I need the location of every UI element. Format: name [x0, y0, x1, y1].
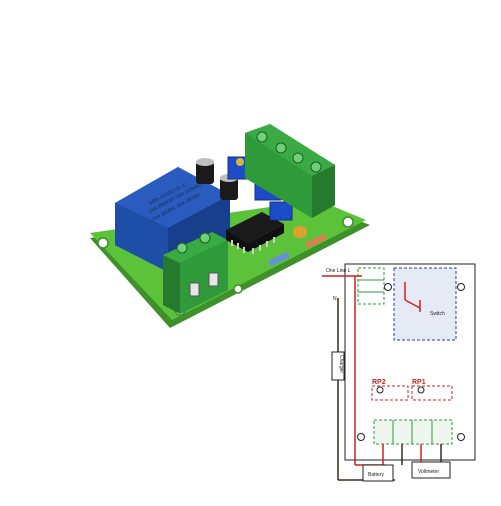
- rp1-box: [411, 385, 453, 401]
- terminal-screw: [292, 152, 304, 164]
- rp2-trimmer-icon: [376, 386, 384, 394]
- ceramic-capacitor: [293, 226, 307, 238]
- charger-box: [331, 351, 345, 381]
- diagram-hole: [457, 433, 465, 441]
- rp2-label: RP2: [372, 379, 386, 386]
- electrolytic-capacitor: [196, 158, 214, 184]
- mounting-hole: [97, 237, 109, 249]
- rp2-box: [371, 385, 409, 401]
- terminal-screw: [310, 161, 322, 173]
- terminal-opening: [208, 272, 219, 287]
- terminal-screw: [256, 131, 268, 143]
- switch-contact: [404, 299, 421, 309]
- voltmeter-box: [411, 461, 451, 479]
- rp1-trimmer-icon: [417, 386, 425, 394]
- resistor: [268, 252, 290, 266]
- terminal-block-4pin: [245, 124, 335, 218]
- input-terminal-outline: [357, 267, 385, 305]
- rp1-label: RP1: [412, 379, 426, 386]
- mounting-hole: [342, 216, 354, 228]
- terminal-screw: [275, 142, 287, 154]
- charger-label: Charger: [338, 355, 344, 373]
- battery-box: [362, 464, 394, 482]
- voltmeter-label: Voltmeter: [418, 469, 439, 475]
- one-line-label: One Line L: [326, 268, 351, 274]
- diagram-hole: [357, 433, 365, 441]
- terminal-screw: [199, 232, 211, 244]
- diagram-hole: [457, 283, 465, 291]
- mounting-hole: [233, 284, 243, 294]
- n-label: N: [333, 296, 337, 302]
- wiring-diagram: Switch RP2 RP1 Charger One Line L N: [322, 263, 476, 482]
- switch-label: Switch: [430, 311, 445, 317]
- terminal-screw: [176, 242, 188, 254]
- switch-box: [393, 267, 457, 341]
- terminal-opening: [189, 282, 200, 297]
- pcb-photo: SRD-12VDC-SL-C 10A 250VAC 10A 125VAC 10A…: [90, 124, 370, 328]
- terminal-block-2pin: [163, 232, 228, 314]
- diode: [305, 234, 327, 248]
- output-terminal-outline: [373, 419, 453, 445]
- battery-label: Battery: [368, 472, 384, 478]
